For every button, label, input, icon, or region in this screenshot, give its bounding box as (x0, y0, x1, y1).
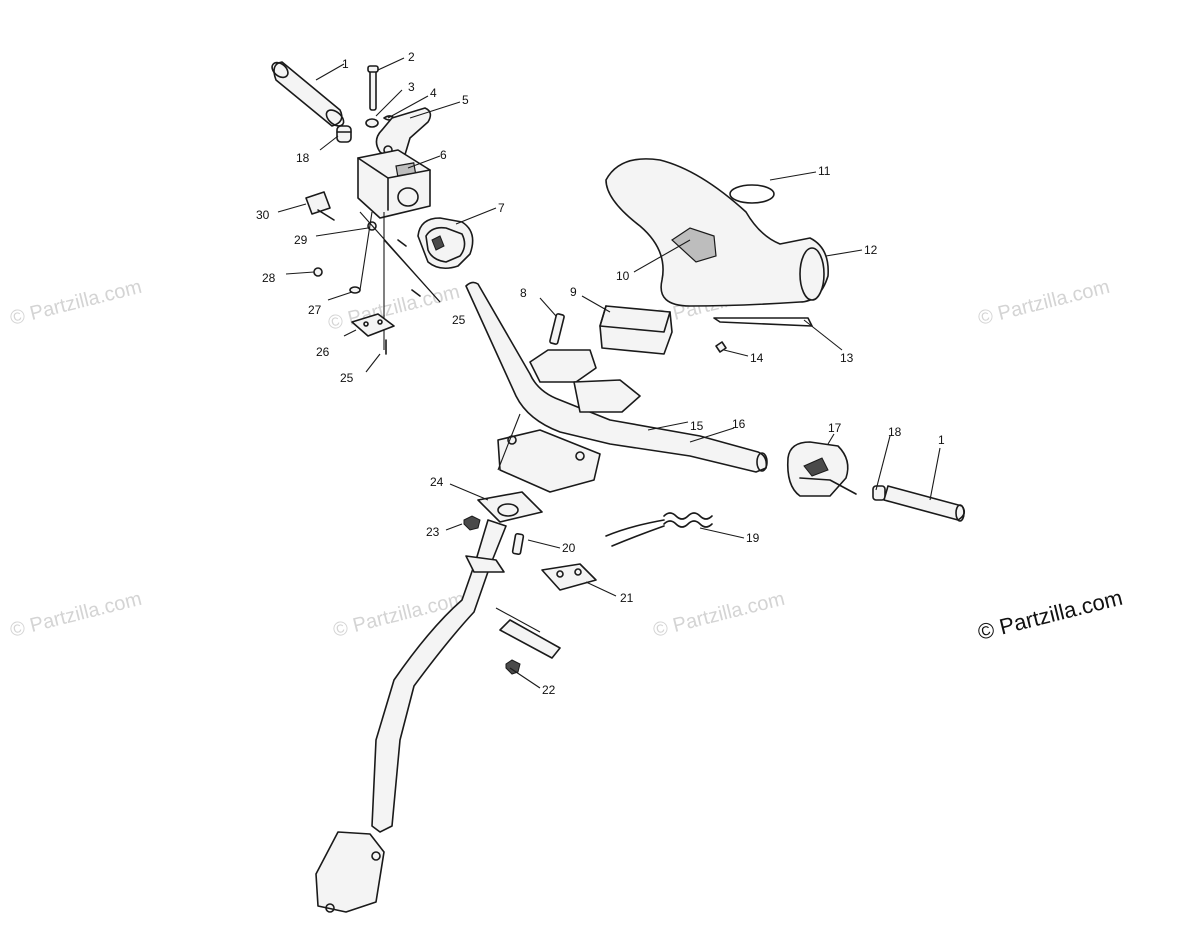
callout-leaders (277, 57, 941, 689)
callout-22: 22 (542, 683, 556, 697)
right-control-housing (786, 441, 857, 497)
callout-24: 24 (430, 475, 444, 489)
right-bar-end-plug (872, 485, 886, 501)
callout-18-right: 18 (888, 425, 902, 439)
handlebar (465, 281, 768, 473)
callout-18-left: 18 (296, 151, 310, 165)
callout-12: 12 (864, 243, 878, 257)
callout-17: 17 (828, 421, 842, 435)
cover-screws (397, 239, 421, 297)
handlebar-clamp-lower (497, 413, 601, 493)
pad-screw (715, 341, 727, 353)
callout-28: 28 (262, 271, 276, 285)
handlebar-pad (605, 158, 829, 307)
watermark-primary: © Partzilla.com (975, 585, 1125, 645)
right-grip (883, 485, 966, 522)
callout-25-lower: 25 (340, 371, 354, 385)
callout-27: 27 (308, 303, 322, 317)
callout-23: 23 (426, 525, 440, 539)
callout-6: 6 (440, 148, 447, 162)
watermark: © Partzilla.com (8, 276, 144, 330)
callout-15: 15 (690, 419, 704, 433)
callout-9: 9 (570, 285, 577, 299)
watermark: © Partzilla.com (976, 276, 1112, 330)
housing-fasteners (313, 211, 441, 350)
callout-10: 10 (616, 269, 630, 283)
callout-13: 13 (840, 351, 854, 365)
callout-7: 7 (498, 201, 505, 215)
steering-post (371, 519, 507, 833)
clamp-bolt (549, 313, 565, 345)
callout-29: 29 (294, 233, 308, 247)
throttle-housing (357, 149, 431, 219)
watermark: © Partzilla.com (8, 588, 144, 642)
callout-21: 21 (620, 591, 634, 605)
callout-4: 4 (430, 86, 437, 100)
throttle-cover (417, 217, 474, 270)
post-nut (463, 515, 481, 531)
callout-11: 11 (818, 164, 831, 178)
callout-20: 20 (562, 541, 576, 555)
callout-26: 26 (316, 345, 330, 359)
pad-mount-bracket (599, 305, 673, 355)
post-bolt (511, 532, 525, 556)
callout-14: 14 (750, 351, 764, 365)
pad-strap (713, 317, 813, 327)
callout-19: 19 (746, 531, 760, 545)
throttle-pin (367, 65, 379, 111)
steering-post-lower-mount (315, 831, 385, 913)
watermark: © Partzilla.com (651, 588, 787, 642)
callout-25-upper: 25 (452, 313, 466, 327)
clamp-plate (351, 313, 395, 355)
handlebar-clamp-upper (529, 349, 641, 413)
washer-and-clip (365, 115, 395, 128)
callout-1-right: 1 (938, 433, 945, 447)
left-grip (271, 61, 345, 127)
callout-30: 30 (256, 208, 270, 222)
callout-2: 2 (408, 50, 415, 64)
left-bar-end-plug (336, 125, 352, 143)
callout-8: 8 (520, 286, 527, 300)
kill-switch (305, 191, 335, 221)
callout-3: 3 (408, 80, 415, 94)
callout-5: 5 (462, 93, 469, 107)
callout-16: 16 (732, 417, 746, 431)
steering-post-plate (477, 491, 543, 523)
callout-labels: 1 2 3 4 5 6 7 8 9 10 11 12 13 14 15 16 1… (256, 50, 945, 697)
post-clamp-plate (541, 563, 597, 591)
throttle-cable-spring (605, 512, 713, 547)
steering-bushing (495, 607, 561, 675)
callout-1: 1 (342, 57, 349, 71)
